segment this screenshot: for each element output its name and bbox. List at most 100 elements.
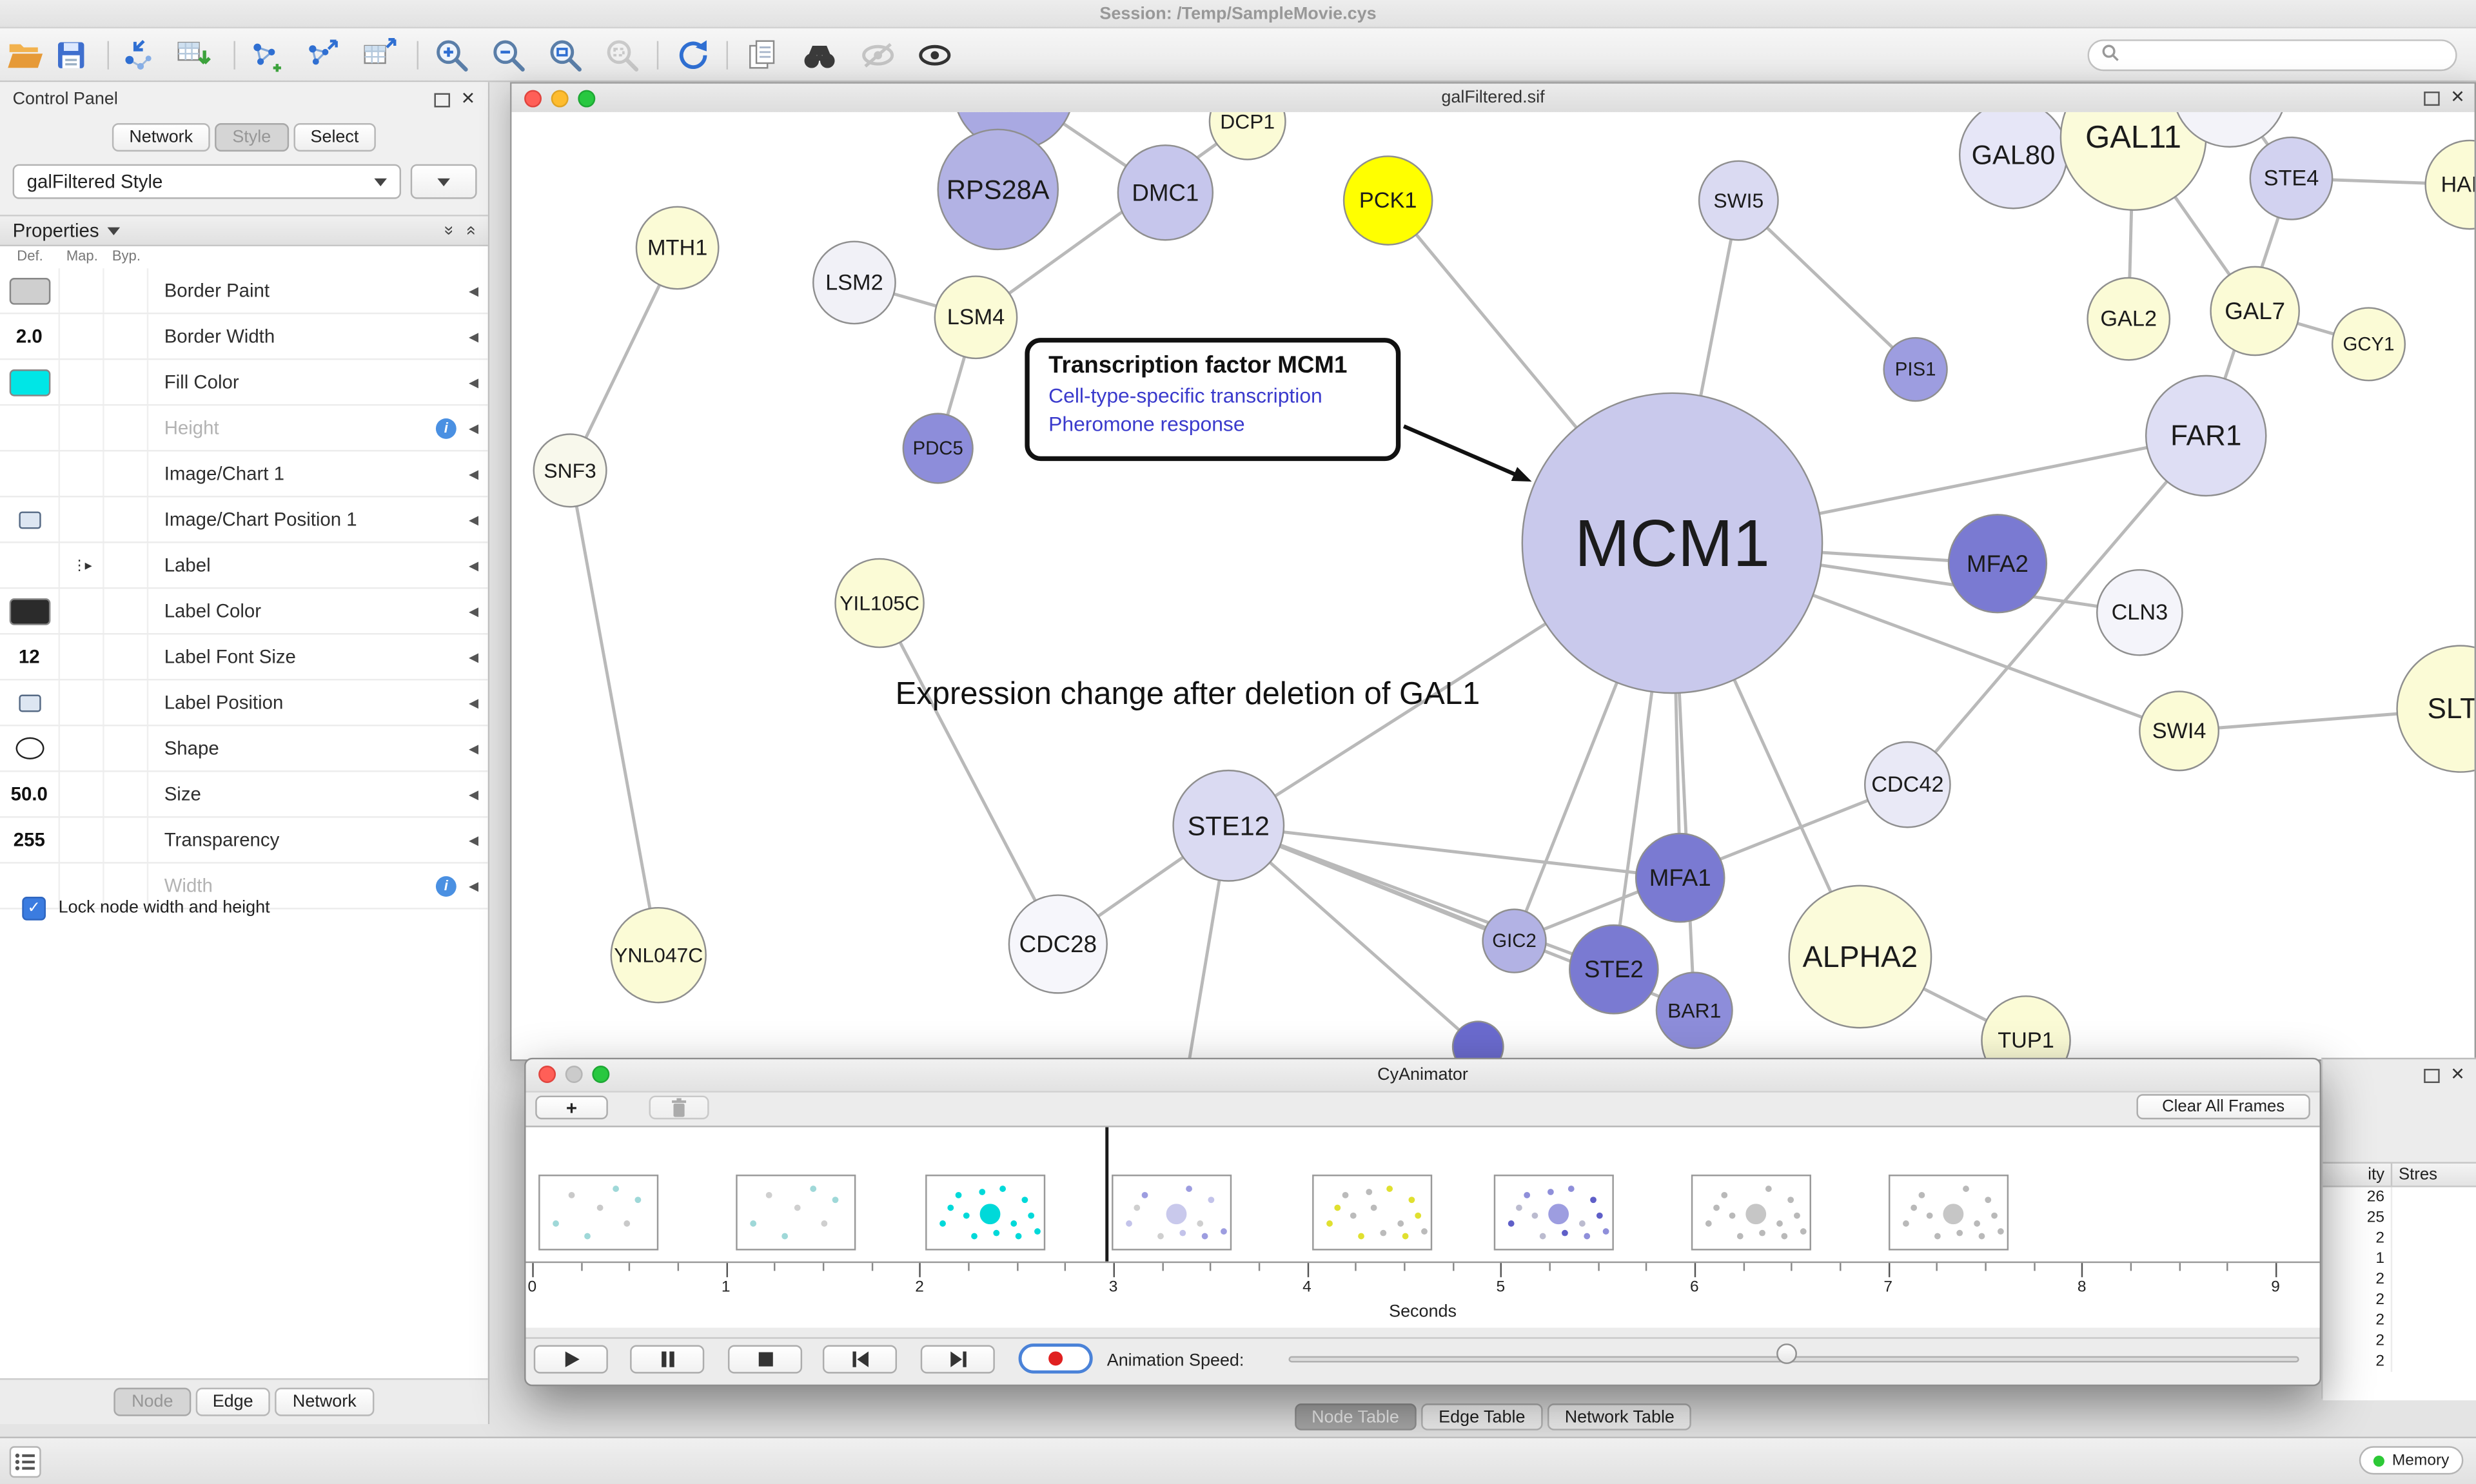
map-cell[interactable] [60, 634, 104, 679]
network-node-mth1[interactable] [635, 206, 720, 290]
map-cell[interactable] [60, 405, 104, 450]
network-node-x2[interactable] [1451, 1020, 1504, 1060]
expand-row-icon[interactable]: ◀ [468, 375, 479, 389]
frame-thumbnail-7[interactable] [1691, 1175, 1811, 1251]
def-cell[interactable] [0, 268, 61, 313]
property-row-label[interactable]: ⋮▸Label◀ [0, 543, 488, 589]
network-node-dmc1[interactable] [1117, 144, 1214, 241]
network-node-mfa2[interactable] [1947, 514, 2048, 614]
tab-network-table[interactable]: Network Table [1547, 1403, 1692, 1430]
network-node-swi5[interactable] [1698, 160, 1779, 241]
frame-thumbnail-8[interactable] [1888, 1175, 2009, 1251]
footer-tab-edge[interactable]: Edge [195, 1387, 271, 1416]
byp-cell[interactable] [104, 634, 149, 679]
minimize-window-light[interactable] [551, 89, 569, 107]
network-node-slt2[interactable] [2396, 645, 2475, 773]
table-row[interactable]: 2 [2323, 1228, 2476, 1249]
expand-row-icon[interactable]: ◀ [468, 832, 479, 847]
properties-header[interactable]: Properties » » [0, 215, 488, 247]
skip-to-end-button[interactable] [920, 1345, 995, 1374]
zoom-selected-icon[interactable] [604, 36, 642, 74]
map-cell[interactable] [60, 451, 104, 496]
network-node-alpha2[interactable] [1788, 884, 1932, 1029]
network-node-bar1[interactable] [1655, 971, 1733, 1050]
expand-row-icon[interactable]: ◀ [468, 558, 479, 572]
table-column-stress[interactable]: Stres [2399, 1165, 2438, 1184]
export-table-icon[interactable] [360, 36, 398, 74]
network-node-swi4[interactable] [2139, 690, 2220, 772]
byp-cell[interactable] [104, 817, 149, 863]
frame-thumbnail-2[interactable] [736, 1175, 856, 1251]
byp-cell[interactable] [104, 451, 149, 496]
property-row-shape[interactable]: Shape◀ [0, 726, 488, 772]
byp-cell[interactable] [104, 405, 149, 450]
frame-thumbnail-6[interactable] [1493, 1175, 1614, 1251]
def-cell[interactable] [0, 360, 61, 404]
cyanimator-titlebar[interactable]: CyAnimator [526, 1059, 2320, 1093]
map-cell[interactable] [60, 589, 104, 634]
find-in-network-icon[interactable] [801, 36, 839, 74]
tab-edge-table[interactable]: Edge Table [1421, 1403, 1543, 1430]
add-frame-button[interactable]: + [535, 1095, 608, 1120]
delete-frame-button[interactable] [649, 1095, 709, 1120]
expand-row-icon[interactable]: ◀ [468, 741, 479, 756]
zoom-window-light[interactable] [592, 1064, 610, 1082]
byp-cell[interactable] [104, 268, 149, 313]
def-cell[interactable] [0, 680, 61, 725]
def-cell[interactable]: 255 [0, 817, 61, 863]
property-row-label-color[interactable]: Label Color◀ [0, 589, 488, 635]
network-node-pdc5[interactable] [902, 413, 974, 484]
def-cell[interactable] [0, 543, 61, 588]
float-panel-icon[interactable] [433, 93, 450, 108]
def-cell[interactable]: 2.0 [0, 314, 61, 358]
def-cell[interactable] [0, 726, 61, 771]
network-node-gal80[interactable] [1958, 112, 2068, 210]
network-node-lsm2[interactable] [812, 240, 896, 325]
property-row-label-position[interactable]: Label Position◀ [0, 680, 488, 727]
expand-row-icon[interactable]: ◀ [468, 512, 479, 527]
property-row-image-chart-position-1[interactable]: Image/Chart Position 1◀ [0, 497, 488, 543]
map-cell[interactable] [60, 772, 104, 817]
def-cell[interactable] [0, 451, 61, 496]
byp-cell[interactable] [104, 497, 149, 542]
network-node-gal7[interactable] [2210, 266, 2300, 356]
clear-all-frames-button[interactable]: Clear All Frames [2136, 1094, 2310, 1120]
lock-size-checkbox[interactable]: ✓ [22, 895, 46, 920]
map-cell[interactable] [60, 726, 104, 771]
def-cell[interactable]: 50.0 [0, 772, 61, 817]
close-window-light[interactable] [538, 1064, 556, 1082]
expand-row-icon[interactable]: ◀ [468, 329, 479, 344]
frame-thumbnail-3[interactable] [925, 1175, 1046, 1251]
lock-size-row[interactable]: ✓ Lock node width and height [0, 887, 488, 928]
style-options-button[interactable] [410, 164, 477, 199]
def-cell[interactable] [0, 863, 61, 908]
close-panel-icon[interactable]: ✕ [2450, 1066, 2465, 1085]
table-row[interactable]: 26 [2323, 1187, 2476, 1208]
hide-details-icon[interactable] [859, 36, 897, 74]
network-node-far1[interactable] [2145, 375, 2267, 497]
property-row-image-chart-1[interactable]: Image/Chart 1◀ [0, 451, 488, 498]
info-icon[interactable]: i [435, 875, 457, 896]
table-row[interactable]: 2 [2323, 1351, 2476, 1372]
import-table-icon[interactable] [173, 36, 211, 74]
byp-cell[interactable] [104, 589, 149, 634]
map-cell[interactable] [60, 497, 104, 542]
network-node-ste2[interactable] [1569, 924, 1659, 1015]
expand-row-icon[interactable]: ◀ [468, 878, 479, 893]
network-window-titlebar[interactable]: galFiltered.sif ✕ [511, 83, 2475, 114]
table-column-ity[interactable]: ity [2323, 1163, 2393, 1186]
property-row-border-paint[interactable]: Border Paint◀ [0, 268, 488, 315]
map-cell[interactable] [60, 817, 104, 863]
map-cell[interactable] [60, 680, 104, 725]
def-cell[interactable] [0, 589, 61, 634]
table-row[interactable]: 1 [2323, 1249, 2476, 1269]
byp-cell[interactable] [104, 863, 149, 908]
footer-tab-node[interactable]: Node [114, 1387, 191, 1416]
network-node-hap4[interactable] [2424, 139, 2475, 230]
memory-button[interactable]: Memory [2359, 1446, 2464, 1475]
expand-row-icon[interactable]: ◀ [468, 420, 479, 435]
